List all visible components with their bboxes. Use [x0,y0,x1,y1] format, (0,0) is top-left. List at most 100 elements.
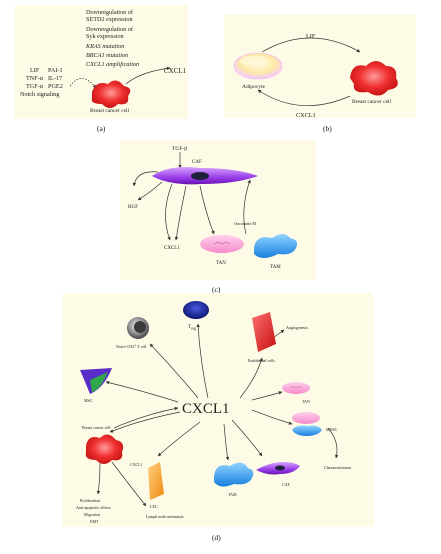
panel-c-osm-label: Oncostatin M [234,221,256,226]
panel-c-cxcl1-label: CXCL1 [164,246,180,251]
naive-cd4-nucleus [134,321,146,333]
panel-d-mdsc-label: MDSC [326,427,338,432]
factor-il17: IL-17 [48,75,62,82]
arrow-caf-to-tan [199,185,215,235]
panel-a-background [14,5,188,119]
panel-c-caf-label: CAF [192,160,202,165]
arrow-caf-to-cxcl1-a [165,183,173,241]
mechanism-line-1: Downregulation of [86,9,134,16]
panel-c: TGF-β CAF HGF CXCL1 Oncostatin M TAN TAM… [120,140,316,294]
arrow-to-endo [239,357,263,399]
outcome-proliferation: Proliferation [80,498,100,503]
arrow-to-caf-d [231,419,263,457]
panel-d-tan-label: TAN [302,399,310,404]
panel-d: CXCL1 Treg Naive CD4+ T cell [62,293,374,542]
mdsc-cell-top [292,412,320,424]
arrow-caf-loop [132,171,159,187]
tan-nucleus-d [289,386,303,389]
mechanism-line-2: SETD2 expression [86,16,133,23]
arrow-to-lymph [111,461,147,507]
caf-nucleus-d [275,465,285,471]
panel-c-tam-label: TAM [270,265,281,270]
panel-d-cxcl1-small-label: CXCL1 [130,462,143,467]
mechanism-line-4: Syk expression [86,33,124,40]
panel-b-adipocyte-label: Adipocyte [242,84,265,90]
mechanism-kras: KRAS mutation [85,43,124,50]
breast-cancer-cell-d [85,434,124,464]
panel-c-tan-label: TAN [216,261,226,266]
arrow-to-msc [105,381,179,403]
panel-a-left-factors: LIF PAI-1 TNF-α IL-17 TGF-α PGE2 Notch s… [20,67,63,98]
panel-c-background [120,140,316,280]
msc-cell-shade [90,372,108,392]
arrow-cxcl1-b [257,89,351,107]
panel-b-lif-label: LIF [306,33,316,40]
outcome-migration: Migration [84,512,100,517]
arrow-factors-to-cell [69,78,97,89]
panel-c-hgf-label: HGF [128,205,138,210]
arrow-lif [261,37,361,53]
factor-pai1: PAI-1 [48,67,63,74]
panel-d-naive-label: Naive CD4+ T cell [116,343,147,350]
arrow-to-treg [196,323,209,399]
panel-b-cxcl1-label: CXCL1 [296,112,316,119]
factor-notch: Notch signaling [20,91,59,98]
caf-nucleus-c [191,172,209,180]
factor-pge2: PGE2 [48,83,63,90]
arrow-tam-to-caf [243,179,251,235]
mechanism-cxcl1-amp: CXCL1 amplification [86,61,139,68]
factor-lif: LIF [30,67,40,74]
outcome-anti-apoptotic: Anti-apoptotic effects [76,505,111,510]
arrow-caf-to-cxcl1-b [174,185,187,241]
panel-b-cell-label: Breast cancer cell [352,99,392,105]
arrow-to-lec [157,421,201,457]
arrow-bcc-to-center [113,406,179,429]
panel-d-tam-label: TAM [228,492,237,497]
factor-tgfa: TGF-α [26,83,44,90]
caption-a: (a) [97,124,106,133]
panel-d-lec-label: LEC [150,504,158,509]
panel-d-chemo-label: Chemoresistance [324,465,352,470]
tam-cell-d [214,462,254,487]
breast-cancer-cell-b [350,61,398,96]
adipocyte-highlight [240,56,268,66]
mechanism-line-3: Downregulation of [86,26,134,33]
panel-a-cell-label: Breast cancer cell [90,108,130,114]
caption-b: (b) [323,124,332,133]
treg-cell [183,301,209,319]
arrow-mdsc-to-chemo [327,427,339,459]
outcome-emt: EMT [90,519,99,524]
panel-d-treg-label: Treg [188,325,196,331]
mdsc-cell-bottom [292,425,322,436]
caption-d: (d) [212,533,221,542]
tan-nucleus-c [213,241,231,245]
panel-c-tgfb-label: TGF-β [172,146,187,152]
panel-d-msc-label: MSC [84,398,93,403]
arrow-bcc-to-outcomes [96,461,101,495]
arrow-to-mdsc [251,409,293,425]
panel-a: LIF PAI-1 TNF-α IL-17 TGF-α PGE2 Notch s… [14,5,188,133]
panel-a-mechanisms: Downregulation of SETD2 expression Downr… [85,9,139,68]
factor-tnf: TNF-α [26,75,44,82]
panel-d-bcc-label: Breast cancer cell [82,425,111,430]
tam-cell-c [254,234,298,258]
arrow-to-naive [149,343,199,399]
arrow-from-tam [223,423,230,461]
panel-a-cxcl1-label: CXCL1 [164,67,187,75]
arrow-to-bcc [109,411,181,433]
panel-d-endo-label: Endothelial cells [248,358,275,363]
lec-cell [148,462,164,500]
arrow-to-tan-d [251,391,283,401]
panel-d-center-label: CXCL1 [182,401,230,417]
caption-c: (c) [212,285,221,294]
panel-d-caf-label: CAF [282,482,291,487]
breast-cancer-cell-a [91,80,131,108]
arrow-caf-to-hgf [137,181,163,201]
endothelial-cell [252,312,276,352]
panel-b: LIF CXCL1 Adipocyte Breast cancer cell (… [224,14,416,133]
panel-d-arrows [96,323,339,507]
mechanism-brca1: BRCA1 mutation [86,52,128,59]
panel-d-angio-label: Angiogenesis [286,325,308,330]
